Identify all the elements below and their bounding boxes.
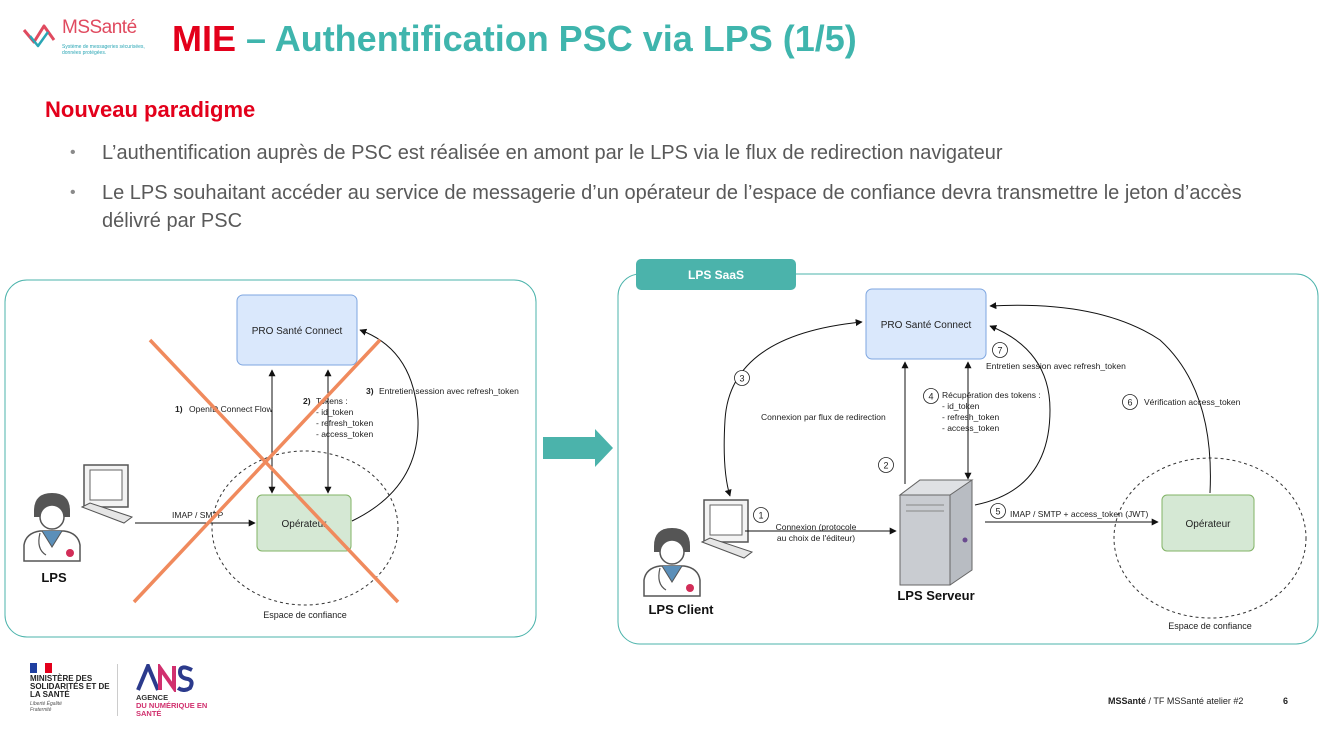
operateur-label-right: Opérateur [1185,519,1231,530]
cross-icon [132,338,382,604]
svg-text:6: 6 [1127,398,1132,408]
ans-line2: DU NUMÉRIQUE EN SANTÉ [136,701,208,718]
left-panel: PRO Santé Connect Opérateur 1) OpenID Co… [4,279,537,638]
psc-label-right: PRO Santé Connect [881,320,972,331]
trust-zone-label-right: Espace de confiance [1168,621,1252,631]
page-number: 6 [1283,696,1289,706]
lps-saas-label: LPS SaaS [688,268,744,282]
section-subtitle: Nouveau paradigme [45,97,256,122]
flow3-label: Entretien session avec refresh_token [379,386,519,396]
title-rest: – Authentification PSC via LPS (1/5) [236,18,857,59]
step-2-badge: 2 [878,457,894,473]
psc-box-left [236,294,358,366]
lps-label: LPS [41,570,67,585]
cross-icon [148,338,400,604]
step4-item: - refresh_token [942,412,999,422]
imap-label-left: IMAP / SMTP [172,510,224,520]
ans-logo-icon [136,664,194,692]
step-1-badge: 1 [753,507,769,523]
step-6-badge: 6 [1122,394,1138,410]
bullet-item: • Le LPS souhaitant accéder au service d… [70,179,1260,239]
flow2-item: - refresh_token [316,418,373,428]
footer-caption: MSSanté / TF MSSanté atelier #2 [1108,696,1243,706]
auth-diagram: PRO Santé Connect Opérateur 1) OpenID Co… [4,259,1319,645]
step6-arrow [989,302,1211,494]
bullet-text: L’authentification auprès de PSC est réa… [102,142,1003,164]
title-mie: MIE [172,18,237,59]
trust-zone-label-left: Espace de confiance [263,610,347,620]
lps-serveur-label: LPS Serveur [897,588,974,603]
step6-label: Vérification access_token [1144,397,1241,407]
flow1-label: OpenID Connect Flow [189,404,273,414]
step4-item: - id_token [942,401,980,411]
operateur-box-left [256,494,352,552]
mssante-logo [22,24,56,48]
ministry-name: MINISTÈRE DES SOLIDARITÉS ET DE LA SANTÉ [30,674,110,699]
flow1-num: 1) [175,404,183,414]
svg-text:4: 4 [928,392,933,402]
ministry-motto: Liberté Égalité Fraternité [30,701,62,713]
operateur-label-left: Opérateur [281,519,327,530]
psc-box-right [865,288,987,360]
ans-line1: AGENCE [136,693,169,702]
logo-name: MSSanté [62,17,137,38]
operateur-box-right [1161,494,1255,552]
flow2-item: - id_token [316,407,354,417]
trust-zone-left [211,450,399,606]
step4-title: Récupération des tokens : [942,390,1041,400]
psc-label-left: PRO Santé Connect [252,326,343,337]
svg-text:3: 3 [739,374,744,384]
step-4-badge: 4 [923,388,939,404]
logo-tagline: Système de messageries sécurisées, donné… [62,44,145,56]
step-3-badge: 3 [734,370,750,386]
bullet-text: Le LPS souhaitant accéder au service de … [102,182,1242,232]
page-title: MIE – Authentification PSC via LPS (1/5) [172,16,857,62]
step1-label: Connexion (protocole [776,522,857,532]
svg-text:1: 1 [758,511,763,521]
server-icon [898,479,974,586]
step3-label: Connexion par flux de redirection [761,412,886,422]
svg-text:7: 7 [997,346,1002,356]
marianne-flag-icon [30,663,52,673]
transition-arrow-icon [543,429,613,467]
svg-text:5: 5 [995,507,1000,517]
flow2-title: Tokens : [316,396,348,406]
footer-divider [117,664,118,716]
step7-label: Entretien session avec refresh_token [986,361,1126,371]
flow2-num: 2) [303,396,311,406]
step3-arrow [723,319,863,497]
flow3-num: 3) [366,386,374,396]
step5-label: IMAP / SMTP + access_token (JWT) [1010,509,1148,519]
step4-item: - access_token [942,423,999,433]
footer-event: / TF MSSanté atelier #2 [1146,696,1244,706]
bullet-dot-icon: • [70,184,76,201]
bullet-dot-icon: • [70,144,76,161]
flow2-item: - access_token [316,429,373,439]
right-panel: LPS SaaS PRO Santé Connect Opérateur LPS… [617,259,1319,645]
step7-arrow [974,325,1051,506]
lps-client-label: LPS Client [648,602,714,617]
step1-label: au choix de l'éditeur) [777,533,855,543]
step-5-badge: 5 [990,503,1006,519]
footer-brand: MSSanté [1108,696,1147,706]
flow3-arrow [351,328,419,522]
bullet-item: • L’authentification auprès de PSC est r… [70,139,1260,167]
lps-saas-badge [636,259,796,290]
step-7-badge: 7 [992,342,1008,358]
svg-text:2: 2 [883,461,888,471]
